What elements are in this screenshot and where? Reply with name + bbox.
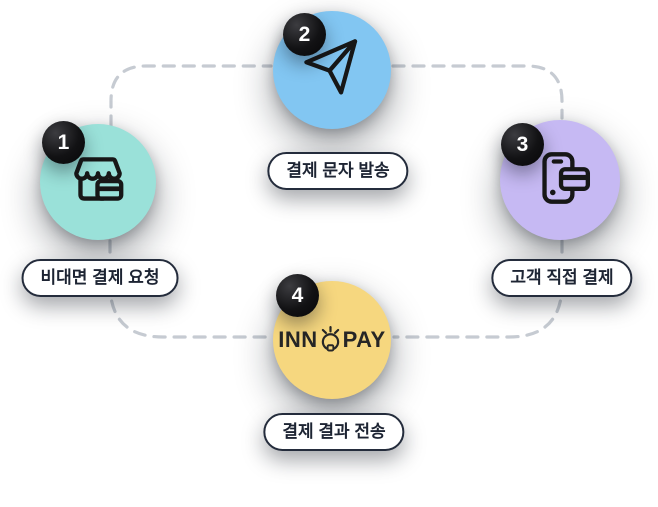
paper-plane-icon bbox=[300, 35, 364, 104]
innopay-logo-text-right: PAY bbox=[342, 327, 386, 352]
step2-number-badge: 2 bbox=[283, 13, 326, 56]
connector-step2-to-step3 bbox=[391, 64, 564, 120]
step1-number-badge: 1 bbox=[42, 121, 85, 164]
step-number: 4 bbox=[291, 283, 304, 307]
step4-label: 결제 결과 전송 bbox=[263, 413, 405, 452]
step-number: 1 bbox=[57, 130, 70, 154]
innopay-logo-text-left: INN bbox=[278, 327, 318, 352]
step-number: 2 bbox=[298, 22, 311, 46]
step3-label: 고객 직접 결제 bbox=[491, 259, 633, 298]
step1-circle bbox=[40, 124, 156, 240]
connector-step1-to-step2 bbox=[109, 64, 273, 129]
innopay-logo: INN PAY bbox=[278, 325, 385, 355]
lightbulb-icon bbox=[321, 326, 339, 352]
phone-card-icon bbox=[527, 145, 593, 216]
step4-number-badge: 4 bbox=[276, 274, 319, 317]
storefront-card-icon bbox=[65, 147, 131, 218]
step3-number-badge: 3 bbox=[501, 123, 544, 166]
step1-label: 비대면 결제 요청 bbox=[21, 259, 179, 298]
step2-label: 결제 문자 발송 bbox=[267, 152, 409, 191]
step-number: 3 bbox=[516, 132, 529, 156]
